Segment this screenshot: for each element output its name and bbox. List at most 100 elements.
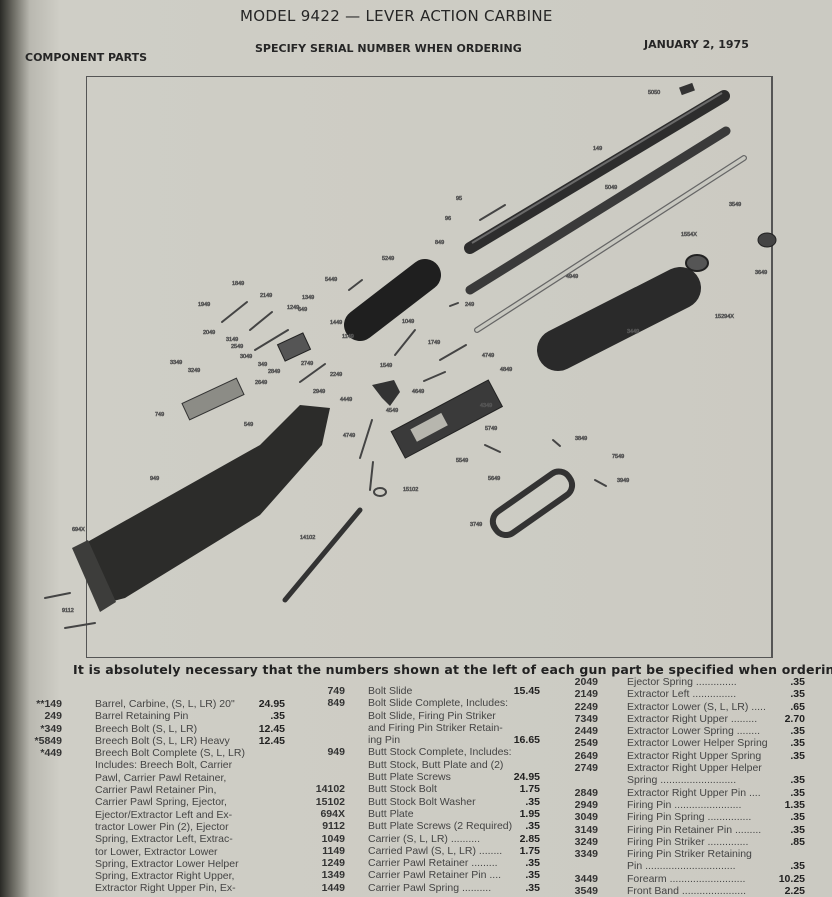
part-description: and Firing Pin Striker Retain- <box>368 721 503 734</box>
part-description: Butt Plate Screws <box>368 771 451 784</box>
callout-3149: 3149 <box>226 337 238 343</box>
callout-3449: 3449 <box>627 329 639 335</box>
part-number: 1049 <box>321 832 345 845</box>
part-price: .35 <box>525 857 540 870</box>
part-price: 12.45 <box>258 734 285 747</box>
callout-549: 549 <box>244 422 253 428</box>
callout-4949: 4949 <box>566 274 578 280</box>
part-number: 249 <box>44 710 62 723</box>
part-number: 3249 <box>574 835 598 848</box>
part-price: .65 <box>790 700 805 713</box>
part-price: .35 <box>525 869 540 882</box>
callout-3949: 3949 <box>617 478 629 484</box>
callout-3049: 3049 <box>240 354 252 360</box>
ordering-notice: It is absolutely necessary that the numb… <box>73 662 832 677</box>
part-description: Forearm .......................... <box>627 872 746 885</box>
part-number: 1249 <box>321 857 345 870</box>
parts-list-row: 3449 Forearm .......................... 10… <box>0 873 832 885</box>
part-description: Barrel Retaining Pin <box>95 710 189 723</box>
part-description: Breech Bolt Complete (S, L, LR) <box>95 747 245 760</box>
bolt-assembly <box>181 332 312 421</box>
part-number: 949 <box>327 746 345 759</box>
callout-labels: 5050 149 5049 4949 3449 3549 1554X 3649 … <box>62 90 768 615</box>
callout-949: 949 <box>150 476 159 482</box>
document-date: JANUARY 2, 1975 <box>644 38 749 51</box>
part-price: .35 <box>525 795 540 808</box>
part-description: ing Pin <box>368 734 401 747</box>
callout-1949: 1949 <box>198 302 210 308</box>
callout-2849: 2849 <box>268 369 280 375</box>
callout-5049: 5049 <box>605 185 617 191</box>
part-number: 3449 <box>574 872 598 885</box>
part-number: 3549 <box>574 885 598 897</box>
part-number: 7349 <box>574 712 598 725</box>
callout-2549: 2549 <box>231 344 243 350</box>
part-price: .35 <box>790 774 805 787</box>
part-number: 2249 <box>574 700 598 713</box>
part-price: .35 <box>790 860 805 873</box>
part-number: 1349 <box>321 869 345 882</box>
part-description: Bolt Slide, Firing Pin Striker <box>368 709 496 722</box>
part-description: Butt Plate <box>368 807 414 820</box>
callout-4749: 4749 <box>482 353 494 359</box>
part-description: Spring, Extractor Left, Extrac- <box>95 833 233 846</box>
part-description: Front Band ...................... <box>627 885 747 897</box>
barrel <box>464 90 730 254</box>
part-number: 2549 <box>574 737 598 750</box>
part-price: .35 <box>790 725 805 738</box>
callout-5649: 5649 <box>488 476 500 482</box>
callout-3249: 3249 <box>188 368 200 374</box>
part-description: Firing Pin Spring ............... <box>627 811 752 824</box>
stock-bolt-washer <box>373 487 387 497</box>
part-description: Breech Bolt (S, L, LR) <box>95 722 198 735</box>
part-price: 1.35 <box>784 798 805 811</box>
part-number: 1149 <box>322 844 345 857</box>
part-description: Extractor Lower Spring ........ <box>627 725 761 738</box>
part-number: 9112 <box>322 820 345 833</box>
part-description: Butt Stock Bolt <box>368 783 437 796</box>
part-price: .35 <box>790 737 805 750</box>
callout-2649: 2649 <box>255 380 267 386</box>
part-number: 2949 <box>574 798 598 811</box>
parts-list-row: 1349 Carrier Pawl Retainer Pin .... .35 <box>0 869 832 881</box>
parts-list-row: Spring, Extractor Lower Helper <box>0 858 832 870</box>
part-description: Carrier Pawl Retainer Pin .... <box>368 869 502 882</box>
callout-1749: 1749 <box>428 340 440 346</box>
part-number: 3149 <box>574 823 598 836</box>
part-price: 2.70 <box>784 712 805 725</box>
frame <box>390 379 504 459</box>
part-number: *449 <box>40 747 62 760</box>
part-number: 15102 <box>315 795 345 808</box>
parts-list-row: *449 Breech Bolt Complete (S, L, LR) <box>0 747 832 759</box>
parts-list-row: tractor Lower Pin (2), Ejector <box>0 821 832 833</box>
part-number: **149 <box>36 698 62 710</box>
parts-list-row: and Firing Pin Striker Retain- <box>0 722 832 734</box>
part-description: Firing Pin Striker Retaining <box>627 848 752 861</box>
part-description: Spring, Extractor Lower Helper <box>95 857 239 870</box>
parts-list-row: Includes: Breech Bolt, Carrier <box>0 759 832 771</box>
part-number: 2849 <box>574 786 598 799</box>
part-number: 3349 <box>574 848 598 861</box>
parts-list-row: tor Lower, Extractor Lower <box>0 846 832 858</box>
part-number: *349 <box>40 722 62 735</box>
callout-2149: 2149 <box>260 293 272 299</box>
callout-4349: 4349 <box>480 403 492 409</box>
callout-95: 95 <box>456 196 462 202</box>
part-price: 10.25 <box>778 872 805 885</box>
part-description: Pin ............................... <box>627 860 736 873</box>
part-description: Extractor Lower (S, L, LR) ..... <box>627 700 766 713</box>
forearm <box>537 267 701 371</box>
part-price: .35 <box>790 688 805 701</box>
part-price: 24.95 <box>258 698 285 710</box>
